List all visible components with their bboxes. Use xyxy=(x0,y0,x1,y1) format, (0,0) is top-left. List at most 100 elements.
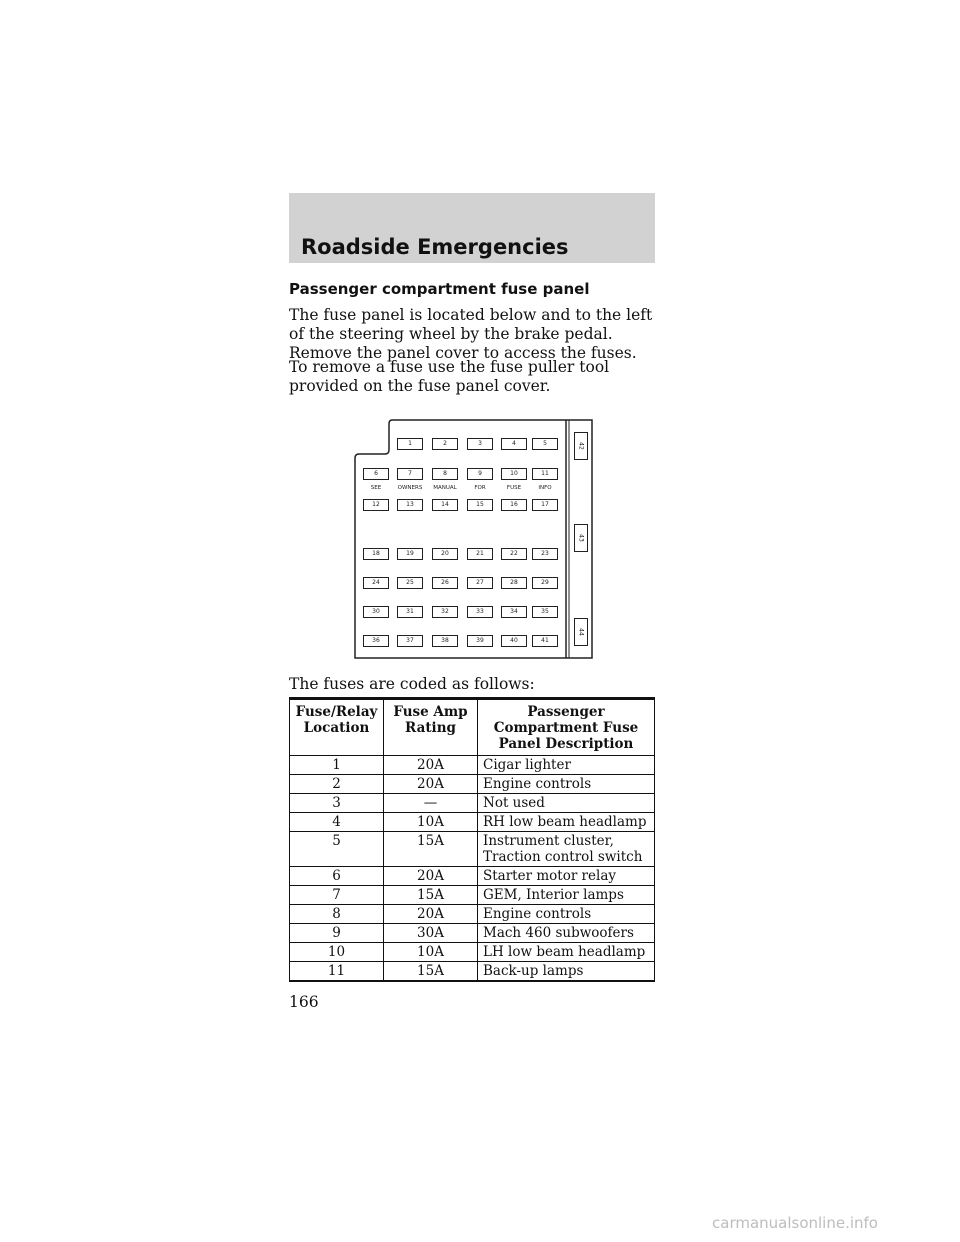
fuse-12: 12 xyxy=(363,499,389,511)
fuse-info-note-word: OWNERS xyxy=(397,485,423,491)
relay-42: 42 xyxy=(574,432,588,460)
cell-location: 9 xyxy=(289,923,384,943)
fuse-info-note-word: INFO xyxy=(538,485,552,491)
fuse-panel-outline xyxy=(354,419,593,659)
cell-rating: — xyxy=(383,793,478,813)
fuse-37: 37 xyxy=(397,635,423,647)
cell-description: RH low beam headlamp xyxy=(477,812,655,832)
fuse-25: 25 xyxy=(397,577,423,589)
fuse-40: 40 xyxy=(501,635,527,647)
fuse-table: Fuse/Relay Location Fuse Amp Rating Pass… xyxy=(289,697,655,982)
fuse-26: 26 xyxy=(432,577,458,589)
fuse-20: 20 xyxy=(432,548,458,560)
cell-rating: 20A xyxy=(383,755,478,775)
column-header-location: Fuse/Relay Location xyxy=(289,698,384,756)
fuse-2: 2 xyxy=(432,438,458,450)
fuse-8: 8 xyxy=(432,468,458,480)
cell-description: Back-up lamps xyxy=(477,961,655,982)
fuse-32: 32 xyxy=(432,606,458,618)
fuse-36: 36 xyxy=(363,635,389,647)
cell-location: 1 xyxy=(289,755,384,775)
fuse-23: 23 xyxy=(532,548,558,560)
fuse-22: 22 xyxy=(501,548,527,560)
fuse-14: 14 xyxy=(432,499,458,511)
relay-44: 44 xyxy=(574,618,588,646)
fuse-18: 18 xyxy=(363,548,389,560)
fuse-24: 24 xyxy=(363,577,389,589)
cell-description: Engine controls xyxy=(477,904,655,924)
fuse-7: 7 xyxy=(397,468,423,480)
cell-location: 4 xyxy=(289,812,384,832)
fuse-41: 41 xyxy=(532,635,558,647)
page-title: Roadside Emergencies xyxy=(301,235,569,259)
relay-43: 43 xyxy=(574,524,588,552)
cell-description: Cigar lighter xyxy=(477,755,655,775)
fuse-21: 21 xyxy=(467,548,493,560)
fuse-info-note-word: MANUAL xyxy=(433,485,457,491)
header-band: Roadside Emergencies xyxy=(289,193,655,263)
fuse-31: 31 xyxy=(397,606,423,618)
page-number: 166 xyxy=(289,993,319,1011)
cell-location: 11 xyxy=(289,961,384,982)
fuse-info-note-word: FUSE xyxy=(506,485,522,491)
cell-rating: 10A xyxy=(383,812,478,832)
cell-rating: 20A xyxy=(383,904,478,924)
paragraph-coded: The fuses are coded as follows: xyxy=(289,675,535,693)
cell-location: 7 xyxy=(289,885,384,905)
cell-description: Not used xyxy=(477,793,655,813)
fuse-27: 27 xyxy=(467,577,493,589)
cell-location: 5 xyxy=(289,831,384,867)
fuse-1: 1 xyxy=(397,438,423,450)
cell-description: Starter motor relay xyxy=(477,866,655,886)
fuse-17: 17 xyxy=(532,499,558,511)
fuse-34: 34 xyxy=(501,606,527,618)
cell-description: LH low beam headlamp xyxy=(477,942,655,962)
fuse-9: 9 xyxy=(467,468,493,480)
fuse-13: 13 xyxy=(397,499,423,511)
cell-location: 8 xyxy=(289,904,384,924)
cell-location: 10 xyxy=(289,942,384,962)
cell-rating: 10A xyxy=(383,942,478,962)
fuse-30: 30 xyxy=(363,606,389,618)
cell-description: Instrument cluster, Traction control swi… xyxy=(477,831,655,867)
fuse-3: 3 xyxy=(467,438,493,450)
fuse-6: 6 xyxy=(363,468,389,480)
column-header-rating: Fuse Amp Rating xyxy=(383,698,478,756)
watermark: carmanualsonline.info xyxy=(712,1214,878,1232)
paragraph-location: The fuse panel is located below and to t… xyxy=(289,306,653,362)
cell-description: Mach 460 subwoofers xyxy=(477,923,655,943)
cell-rating: 20A xyxy=(383,774,478,794)
cell-rating: 30A xyxy=(383,923,478,943)
table-row: 3—Not used xyxy=(289,793,655,813)
fuse-5: 5 xyxy=(532,438,558,450)
cell-description: Engine controls xyxy=(477,774,655,794)
cell-rating: 15A xyxy=(383,831,478,867)
fuse-4: 4 xyxy=(501,438,527,450)
fuse-28: 28 xyxy=(501,577,527,589)
paragraph-removal: To remove a fuse use the fuse puller too… xyxy=(289,358,610,395)
section-heading: Passenger compartment fuse panel xyxy=(289,280,590,298)
fuse-10: 10 xyxy=(501,468,527,480)
fuse-15: 15 xyxy=(467,499,493,511)
fuse-11: 11 xyxy=(532,468,558,480)
cell-location: 3 xyxy=(289,793,384,813)
cell-rating: 20A xyxy=(383,866,478,886)
cell-description: GEM, Interior lamps xyxy=(477,885,655,905)
fuse-info-note-word: FOR xyxy=(474,485,486,491)
fuse-29: 29 xyxy=(532,577,558,589)
cell-location: 2 xyxy=(289,774,384,794)
fuse-19: 19 xyxy=(397,548,423,560)
fuse-33: 33 xyxy=(467,606,493,618)
cell-rating: 15A xyxy=(383,961,478,982)
